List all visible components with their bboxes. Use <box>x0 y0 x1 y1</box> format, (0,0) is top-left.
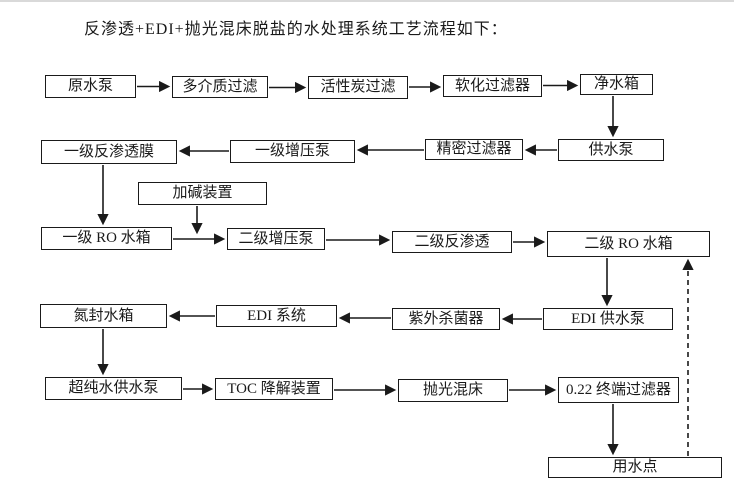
node-edi-system: EDI 系统 <box>216 305 337 327</box>
node-alkali-dosing-unit: 加碱装置 <box>138 182 267 205</box>
node-multimedia-filter: 多介质过滤 <box>172 76 268 98</box>
node-stage1-ro-tank: 一级 RO 水箱 <box>41 227 172 250</box>
node-stage2-booster-pump: 二级增压泵 <box>227 228 325 250</box>
node-edi-feed-pump: EDI 供水泵 <box>543 308 673 330</box>
node-raw-water-pump: 原水泵 <box>45 75 136 98</box>
node-ultrapure-feed-pump: 超纯水供水泵 <box>45 377 182 400</box>
page-title: 反渗透+EDI+抛光混床脱盐的水处理系统工艺流程如下： <box>84 21 508 38</box>
node-terminal-filter-022: 0.22 终端过滤器 <box>558 377 679 403</box>
node-stage2-ro: 二级反渗透 <box>392 231 512 253</box>
node-precision-filter: 精密过滤器 <box>425 139 523 160</box>
node-use-point: 用水点 <box>548 457 722 478</box>
node-activated-carbon-filter: 活性炭过滤 <box>308 76 408 99</box>
node-polishing-mixed-bed: 抛光混床 <box>398 379 508 402</box>
node-feed-water-pump: 供水泵 <box>558 139 664 161</box>
node-stage1-booster-pump: 一级增压泵 <box>230 140 355 163</box>
node-toc-degradation-unit: TOC 降解装置 <box>215 378 333 400</box>
node-stage2-ro-tank: 二级 RO 水箱 <box>547 231 710 257</box>
node-softening-filter: 软化过滤器 <box>443 75 542 97</box>
node-clean-water-tank: 净水箱 <box>580 74 653 95</box>
node-uv-sterilizer: 紫外杀菌器 <box>392 308 500 330</box>
node-stage1-ro-membrane: 一级反渗透膜 <box>41 140 177 164</box>
top-divider <box>0 0 734 2</box>
node-nitrogen-sealed-tank: 氮封水箱 <box>40 304 167 328</box>
